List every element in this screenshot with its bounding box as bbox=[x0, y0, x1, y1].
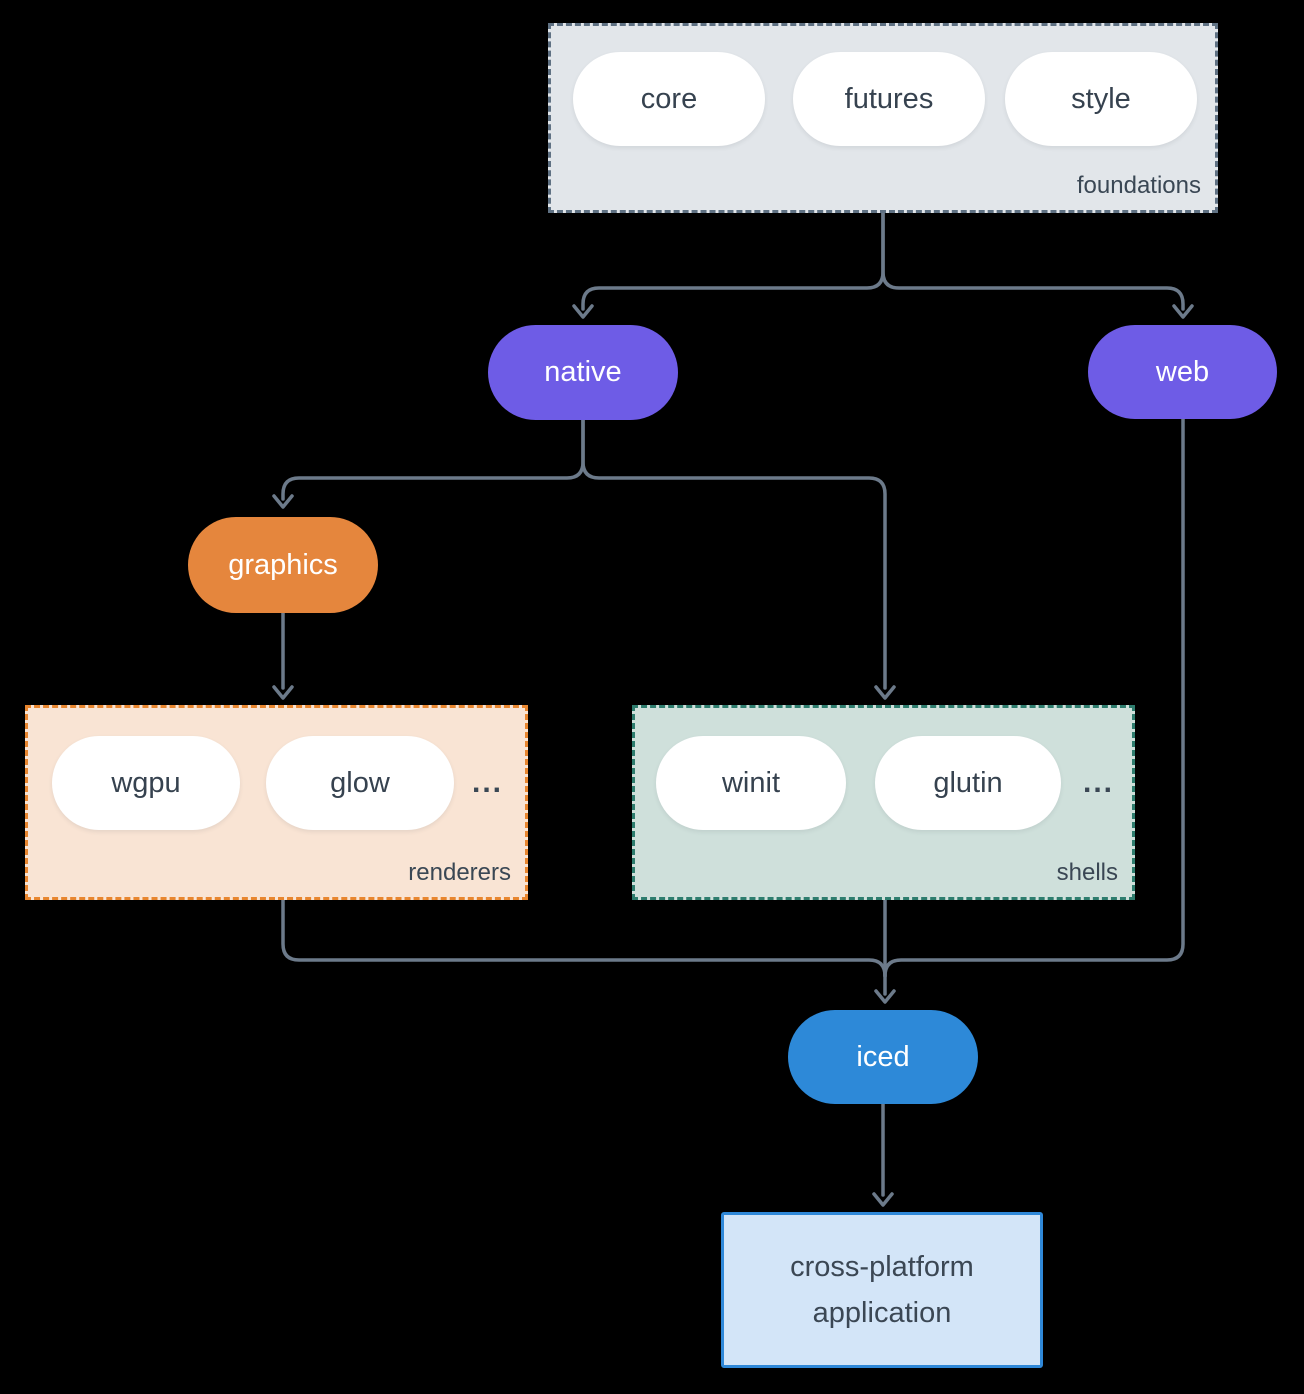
node-style: style bbox=[1005, 52, 1197, 146]
node-graphics-label: graphics bbox=[228, 548, 338, 581]
node-style-label: style bbox=[1071, 82, 1131, 115]
node-wgpu: wgpu bbox=[52, 736, 240, 830]
arrowhead-iced bbox=[874, 989, 896, 1004]
node-web: web bbox=[1088, 325, 1277, 419]
node-application-label: cross-platform application bbox=[790, 1251, 974, 1329]
wire-renderers-to-iced bbox=[281, 898, 887, 978]
node-winit-label: winit bbox=[721, 766, 780, 799]
renderers-ellipsis: ... bbox=[472, 766, 504, 799]
arrowhead-graphics bbox=[272, 494, 294, 509]
wire-native-to-graphics bbox=[281, 418, 585, 501]
node-application: cross-platform application bbox=[721, 1212, 1043, 1368]
arrowhead-shells bbox=[874, 685, 896, 700]
arrowhead-web bbox=[1172, 304, 1194, 319]
node-glutin-label: glutin bbox=[933, 766, 1003, 799]
node-wgpu-label: wgpu bbox=[111, 766, 181, 799]
node-glutin: glutin bbox=[875, 736, 1061, 830]
node-native-label: native bbox=[544, 356, 622, 388]
group-foundations: core futures style foundations bbox=[548, 23, 1218, 213]
group-foundations-label: foundations bbox=[1076, 172, 1201, 199]
node-winit: winit bbox=[656, 736, 846, 830]
shells-ellipsis: ... bbox=[1083, 766, 1115, 799]
group-renderers-label: renderers bbox=[408, 859, 511, 886]
node-core-label: core bbox=[640, 82, 698, 115]
node-glow-label: glow bbox=[330, 766, 390, 799]
group-shells: winit glutin ... shells bbox=[632, 705, 1135, 900]
node-iced-label: iced bbox=[856, 1040, 910, 1073]
node-graphics: graphics bbox=[188, 517, 378, 613]
node-iced: iced bbox=[788, 1010, 978, 1104]
group-renderers: wgpu glow ... renderers bbox=[25, 705, 528, 900]
node-native: native bbox=[488, 325, 678, 420]
group-shells-label: shells bbox=[1056, 859, 1118, 886]
arrowhead-application bbox=[872, 1192, 894, 1207]
wire-native-to-shells bbox=[581, 418, 887, 690]
wire-foundations-to-native bbox=[581, 211, 885, 311]
node-glow: glow bbox=[266, 736, 454, 830]
node-core: core bbox=[573, 52, 765, 146]
node-futures-label: futures bbox=[844, 82, 934, 115]
arrowhead-native bbox=[572, 304, 594, 319]
node-web-label: web bbox=[1155, 355, 1210, 388]
node-futures: futures bbox=[793, 52, 985, 146]
arrowhead-renderers bbox=[272, 685, 294, 700]
wire-foundations-to-web bbox=[881, 211, 1185, 311]
